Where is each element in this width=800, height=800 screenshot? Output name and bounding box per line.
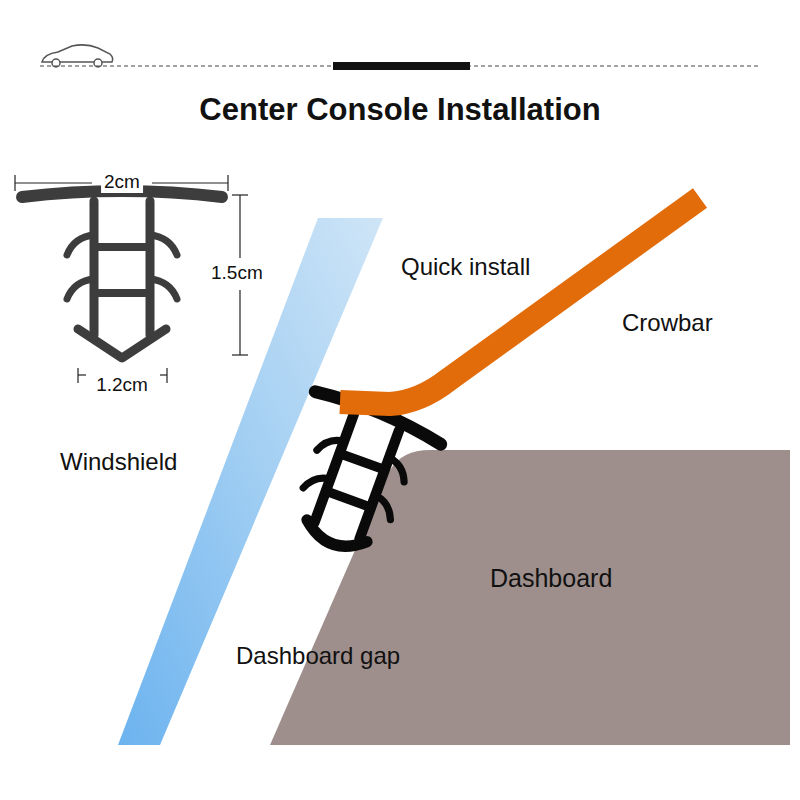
installed-seal xyxy=(268,389,444,567)
part-name: Dashboard gap xyxy=(236,642,400,670)
dashboard-fill xyxy=(270,450,790,745)
title: Center Console Installation xyxy=(199,92,600,128)
region-label: Dashboard xyxy=(490,564,612,593)
part-name: Windshield xyxy=(60,448,177,476)
note: Quick install xyxy=(401,253,530,281)
part-name: Crowbar xyxy=(622,309,713,337)
seal-profile xyxy=(22,191,222,358)
dimension: 2cm xyxy=(101,171,143,193)
header-bar xyxy=(333,62,470,70)
car-icon xyxy=(42,45,113,67)
dimension: 1.5cm xyxy=(208,262,266,284)
crowbar xyxy=(340,198,700,404)
dimension: 1.2cm xyxy=(93,374,151,396)
